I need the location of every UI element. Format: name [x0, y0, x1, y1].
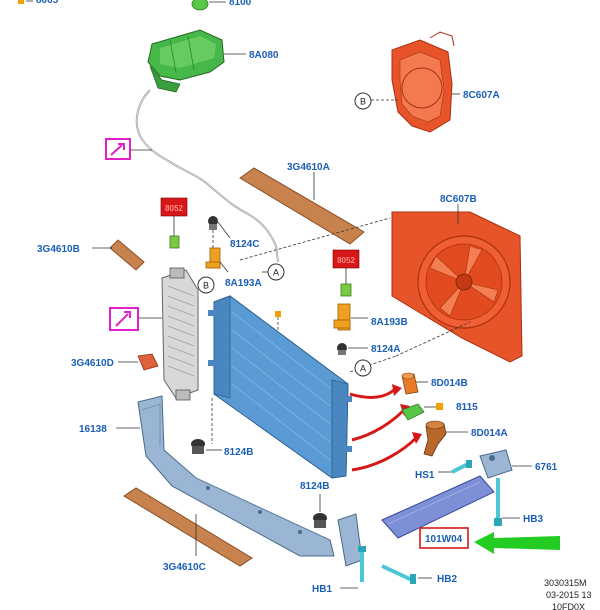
label-3G4610D: 3G4610D: [71, 358, 114, 369]
label-HB3: HB3: [523, 514, 543, 525]
label-HS1: HS1: [415, 470, 435, 481]
bracket-6761: [479, 449, 513, 479]
foam-seal-a: [239, 167, 365, 245]
label-8100: 8100: [229, 0, 252, 8]
bleed-valve-a: [205, 247, 221, 269]
position-marker-icon: [436, 403, 443, 410]
footer-code: 3030315M: [544, 578, 587, 588]
bolt-hb3: [494, 478, 502, 526]
foam-seal-d: [137, 353, 159, 371]
footer-date: 03-2015 13: [546, 590, 592, 600]
bolt-hb1: [358, 546, 366, 582]
hose-fitting-a: [423, 420, 447, 457]
fan-shroud-b: [391, 211, 523, 363]
label-8124A: 8124A: [371, 344, 400, 355]
radiator: [208, 295, 352, 479]
svg-text:A: A: [360, 364, 366, 374]
label-101W04: 101W04: [425, 534, 463, 545]
label-3G4610B: 3G4610B: [37, 244, 80, 255]
callout-a-upper: A: [267, 263, 285, 281]
hose-fitting-b: [401, 372, 419, 395]
callout-b-top: B: [354, 92, 372, 110]
reservoir-cap: [191, 0, 209, 11]
label-8005: 8005: [36, 0, 59, 6]
label-8D014A: 8D014A: [471, 428, 508, 439]
tool-icon: [105, 138, 131, 160]
sensor-plug: [169, 235, 180, 249]
screw-hs1: [451, 460, 472, 474]
position-marker-icon: [275, 311, 281, 317]
sensor-plug-right: [340, 283, 352, 297]
label-3G4610A: 3G4610A: [287, 162, 330, 173]
label-8D014B: 8D014B: [431, 378, 468, 389]
foam-seal-c: [123, 487, 253, 567]
svg-text:B: B: [360, 97, 366, 107]
deflector: [381, 475, 495, 539]
label-8A193B: 8A193B: [371, 317, 408, 328]
label-8C607A: 8C607A: [463, 90, 500, 101]
highlight-box: [419, 527, 469, 549]
coolant-reservoir: [147, 29, 225, 93]
label-8124B-left: 8124B: [224, 447, 253, 458]
footer-ref: 10FD0X: [552, 602, 585, 610]
connector-tag-left: 8052: [160, 197, 188, 217]
callout-b-left: B: [197, 276, 215, 294]
svg-text:8052: 8052: [337, 256, 355, 265]
lower-bracket: [137, 395, 335, 557]
mount-8124C: [208, 216, 218, 230]
svg-text:A: A: [273, 268, 279, 278]
label-HB2: HB2: [437, 574, 457, 585]
side-bracket: [337, 513, 363, 567]
thermostat: [401, 403, 425, 421]
mount-8124B-low: [313, 513, 327, 528]
label-3G4610C: 3G4610C: [163, 562, 206, 573]
label-16138: 16138: [79, 424, 107, 435]
foam-seal-b: [109, 239, 145, 271]
bolt-hb2: [381, 564, 416, 584]
connector-tag-right: 8052: [332, 249, 360, 269]
svg-text:B: B: [203, 281, 209, 291]
label-8C607B: 8C607B: [440, 194, 477, 205]
bleed-valve-b: [333, 303, 351, 331]
label-8115: 8115: [456, 402, 478, 413]
mount-8124A: [337, 343, 347, 355]
label-8124C: 8124C: [230, 239, 259, 250]
label-8A080: 8A080: [249, 50, 279, 61]
label-6761: 6761: [535, 462, 558, 473]
label-8A193A: 8A193A: [225, 278, 262, 289]
label-HB1: HB1: [312, 584, 332, 595]
intercooler: [161, 267, 199, 401]
green-pointer-arrow: [474, 532, 560, 554]
callout-a-lower: A: [354, 359, 372, 377]
flow-arrows: [349, 388, 418, 472]
legend-square-icon: [18, 0, 24, 4]
mount-8124B-left: [191, 439, 205, 454]
tool-icon: [109, 307, 139, 331]
fan-shroud-a: [391, 31, 455, 133]
svg-text:8052: 8052: [165, 204, 183, 213]
label-8124B-low: 8124B: [300, 481, 329, 492]
